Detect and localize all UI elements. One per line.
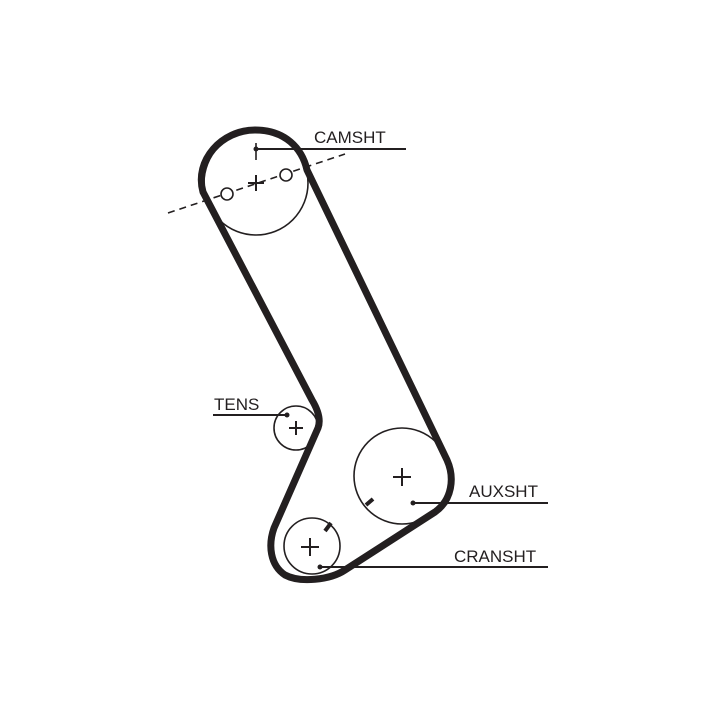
auxiliary-pulley [353, 427, 451, 525]
crankshaft-pulley [283, 517, 341, 575]
auxiliary-timing-mark [364, 497, 375, 507]
camshaft-pulley [167, 130, 346, 236]
auxiliary-callout: AUXSHT [410, 482, 548, 506]
camshaft-callout: CAMSHT [253, 128, 406, 152]
crankshaft-timing-mark [323, 521, 333, 533]
tensioner-label: TENS [214, 395, 259, 414]
camshaft-label: CAMSHT [314, 128, 386, 147]
auxiliary-label: AUXSHT [469, 482, 538, 501]
crankshaft-label: CRANSHT [454, 547, 536, 566]
tensioner-pulley [273, 405, 319, 451]
tensioner-callout: TENS [213, 395, 290, 418]
timing-belt [197, 126, 455, 583]
crankshaft-callout: CRANSHT [317, 547, 548, 570]
